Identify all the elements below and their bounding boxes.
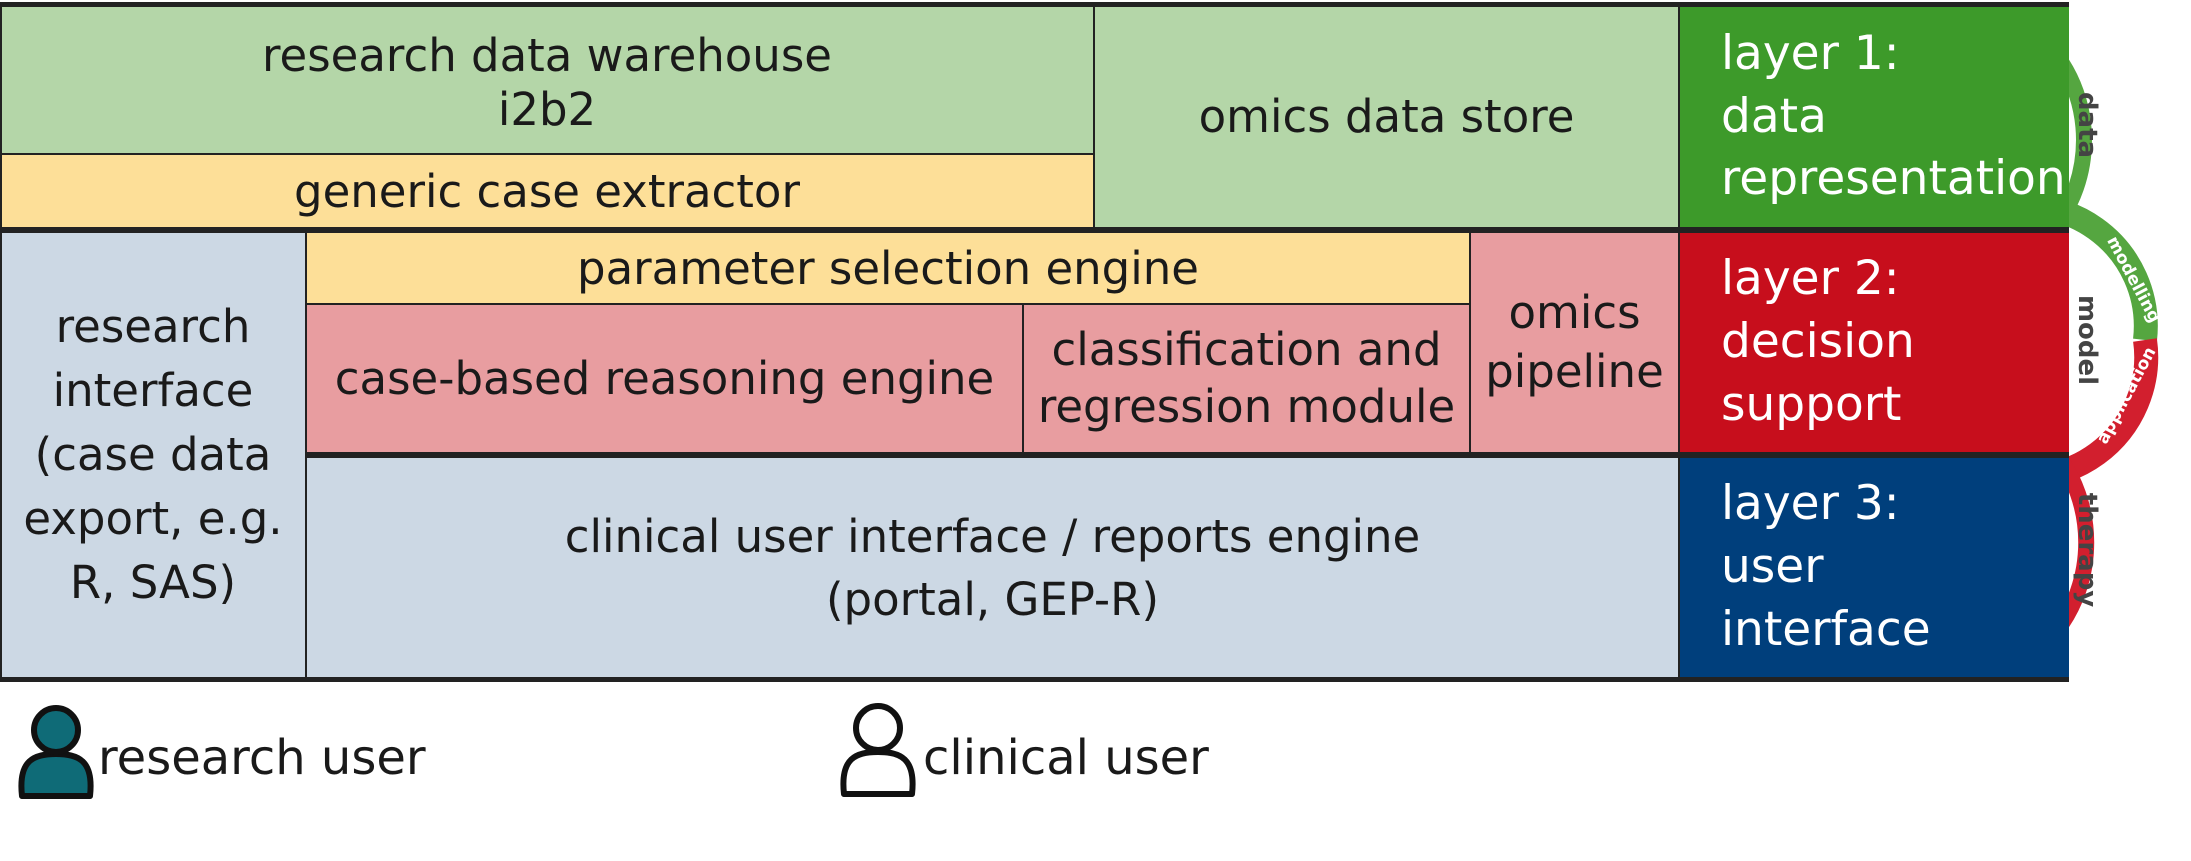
side-label-model: model	[2072, 295, 2102, 385]
modelling-arc	[2069, 201, 2158, 342]
border-left	[0, 2, 2, 682]
research-interface-box: research interface (case data export, e.…	[0, 232, 306, 678]
layer-1-line-3: representation	[1721, 151, 2066, 207]
border-layer-1-2	[0, 227, 2069, 233]
layer-2-line-2: decision	[1721, 314, 1915, 370]
research-interface-line-1: research	[55, 300, 251, 354]
border-top	[0, 2, 2069, 7]
divider-parameter-engine	[306, 303, 1471, 305]
research-interface-line-3: (case data	[34, 428, 272, 482]
layer-3-label-box: layer 3: user interface	[1679, 457, 2069, 678]
omics-pipeline-line-1: omics	[1508, 286, 1641, 339]
layer-1-label-box: layer 1: data representation	[1679, 6, 2069, 228]
layer-3-line-3: interface	[1721, 601, 1931, 657]
omics-data-store-label: omics data store	[1198, 90, 1575, 143]
application-arc	[2069, 338, 2159, 482]
research-interface-line-4: export, e.g.	[23, 491, 283, 545]
data-arc	[2069, 59, 2092, 221]
research-user-label: research user	[98, 730, 426, 786]
generic-case-extractor-box: generic case extractor	[0, 155, 1094, 228]
side-cycle-arcs: data model therapy modelling application	[2069, 59, 2165, 628]
classification-line-1: classification and	[1051, 323, 1442, 377]
layer-3-title: layer 3:	[1721, 476, 1900, 532]
clinical-user-icon	[840, 703, 916, 797]
layer-2-line-3: support	[1721, 376, 1902, 432]
divider-cbr-classification	[1022, 305, 1024, 453]
clinical-user-interface-box: clinical user interface / reports engine…	[306, 457, 1679, 678]
border-layer-2-3	[306, 452, 2069, 458]
divider-omics-pipeline	[1469, 232, 1471, 453]
side-label-therapy: therapy	[2072, 493, 2102, 608]
border-bottom	[0, 677, 2069, 682]
generic-case-extractor-label: generic case extractor	[294, 164, 800, 218]
layer-3-line-2: user	[1721, 539, 1824, 595]
parameter-selection-engine-label: parameter selection engine	[577, 241, 1199, 295]
warehouse-title: research data warehouse	[262, 28, 832, 82]
classification-line-2: regression module	[1037, 380, 1456, 433]
divider-warehouse-omics-store	[1093, 6, 1095, 228]
layer-1-title: layer 1:	[1721, 25, 1900, 81]
clinical-interface-line-1: clinical user interface / reports engine	[564, 509, 1421, 563]
divider-warehouse-extractor	[0, 153, 1094, 155]
parameter-selection-engine-box: parameter selection engine	[306, 232, 1470, 305]
research-user-icon	[18, 705, 94, 799]
clinical-interface-line-2: (portal, GEP-R)	[826, 572, 1159, 626]
case-based-reasoning-engine-box: case-based reasoning engine	[306, 305, 1023, 453]
therapy-arc	[2069, 457, 2095, 628]
divider-layer-labels	[1678, 6, 1680, 678]
layer-2-title: layer 2:	[1721, 251, 1900, 307]
research-data-warehouse-box: research data warehouse i2b2	[0, 6, 1094, 155]
classification-regression-box: classification and regression module	[1023, 305, 1470, 453]
omics-data-store-box: omics data store	[1094, 6, 1679, 228]
research-interface-line-5: R, SAS)	[69, 555, 237, 609]
divider-research-interface	[305, 232, 307, 678]
warehouse-subtitle: i2b2	[497, 82, 597, 136]
clinical-user-label: clinical user	[923, 730, 1209, 786]
layer-2-label-box: layer 2: decision support	[1679, 232, 2069, 453]
layer-1-line-2: data	[1721, 88, 1827, 144]
side-label-data: data	[2072, 92, 2102, 158]
omics-pipeline-box: omics pipeline	[1470, 232, 1679, 453]
omics-pipeline-line-2: pipeline	[1485, 344, 1664, 398]
research-interface-line-2: interface	[52, 364, 254, 418]
case-based-reasoning-engine-label: case-based reasoning engine	[334, 352, 995, 405]
